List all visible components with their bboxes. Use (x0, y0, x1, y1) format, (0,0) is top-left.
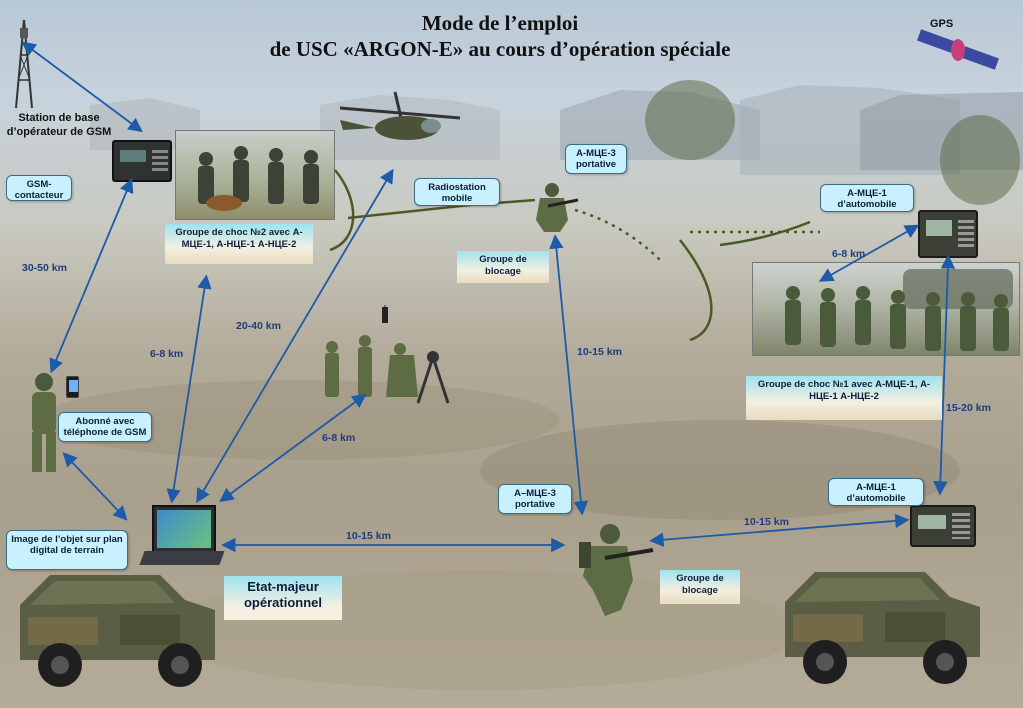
laptop-screen (152, 505, 216, 553)
green-boundary-hatch-top (574, 208, 661, 261)
groupe-choc-1-label: Groupe de choc №1 avec А-МЦЕ-1, А-НЦЕ-1 … (746, 376, 942, 420)
link-tower-station (21, 41, 143, 133)
gps-satellite-icon (917, 29, 999, 70)
device-screen (918, 515, 946, 529)
page-title: Mode de l’emploi de USC «ARGON-E» au cou… (200, 10, 800, 63)
amce1-auto-bottom-callout: А-МЦЕ-1 d’automobile (828, 478, 924, 506)
laptop-icon (139, 505, 225, 573)
amce1-auto-top-callout: А-МЦЕ-1 d’automobile (820, 184, 914, 212)
military-vehicle-right-icon (785, 572, 980, 684)
tree-shape (940, 115, 1020, 205)
distance-20-40: 20-40 km (236, 320, 281, 332)
device-keypad (958, 220, 974, 250)
green-boundary-curve (719, 220, 811, 247)
green-boundary-left (329, 169, 355, 252)
link-choc2-etat (166, 274, 212, 504)
link-mortar-etat (219, 393, 367, 503)
soldier-gsm-icon (32, 373, 56, 472)
device-screen (926, 220, 952, 236)
distance-6-8-right: 6-8 km (832, 248, 866, 260)
green-boundary-right (679, 239, 713, 342)
amce1-auto-device-bottom-icon (910, 505, 976, 547)
radiostation-callout: Radiostation mobile (414, 178, 500, 206)
device-keypad (152, 150, 168, 174)
distance-30-50: 30-50 km (22, 262, 67, 274)
image-objet-callout: Image de l’objet sur plan digital de ter… (6, 530, 128, 570)
distance-10-15-right: 10-15 km (744, 516, 789, 528)
distance-10-15-bottom: 10-15 km (346, 530, 391, 542)
groupe-choc-1-photo (752, 262, 1020, 356)
gsm-contacteur-callout: GSM-contacteur (6, 175, 72, 201)
distance-6-8-mid: 6-8 km (322, 432, 356, 444)
tree-shape (645, 80, 735, 160)
link-blocage-auto-bottom (649, 513, 910, 547)
device-screen (120, 150, 146, 162)
groupe-choc-2-label: Groupe de choc №2 avec А-МЦЕ-1, А-НЦЕ-1 … (165, 224, 313, 264)
amce3-top-callout: А-МЦЕ-3 portative (565, 144, 627, 174)
gps-label: GPS (930, 18, 954, 30)
soldier-portative-bottom-icon (579, 524, 654, 616)
amce3-bottom-callout: А–МЦЕ-3 portative (498, 484, 572, 514)
helicopter-icon (339, 91, 461, 140)
distance-6-8-left: 6-8 km (150, 348, 184, 360)
station-base-label: Station de base d’opérateur de GSM (6, 112, 112, 138)
device-keypad (952, 513, 970, 539)
link-auto-top-choc1 (818, 224, 920, 282)
title-line-1: Mode de l’emploi (421, 11, 579, 35)
digital-map (157, 510, 211, 548)
abonne-callout: Abonné avec téléphone de GSM (58, 412, 152, 442)
link-blocage-blocage (549, 234, 589, 516)
link-abonne-etat (62, 452, 128, 521)
title-line-2: de USC «ARGON-E» au cours d’opération sp… (269, 37, 731, 62)
distance-15-20: 15-20 km (946, 402, 991, 414)
etat-major-label: Etat-majeur opérationnel (224, 576, 342, 620)
soldier-portative-top-icon (536, 183, 579, 232)
groupe-blocage-bottom-label: Groupe de blocage (660, 570, 740, 604)
link-auto-top-auto-bottom (933, 254, 956, 496)
gsm-contacteur-device-icon (112, 140, 172, 182)
groupe-blocage-top-label: Groupe de blocage (457, 251, 549, 283)
military-vehicle-left-icon (20, 575, 215, 687)
mobile-phone-icon (66, 376, 79, 398)
amce1-auto-device-top-icon (918, 210, 978, 258)
link-station-abonne (49, 178, 134, 374)
soldiers-icon (785, 269, 1013, 351)
distance-10-15-mid: 10-15 km (577, 346, 622, 358)
